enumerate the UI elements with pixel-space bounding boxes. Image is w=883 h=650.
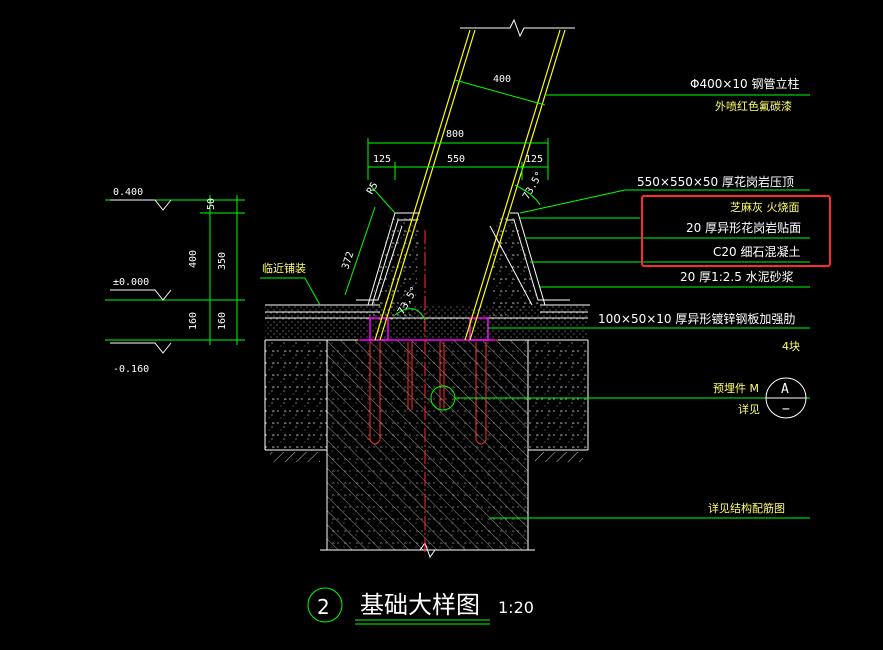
dim-400: 400 xyxy=(493,74,511,85)
elev-top: 0.400 xyxy=(113,187,143,198)
paving-layer xyxy=(265,305,588,340)
plinth xyxy=(342,212,590,341)
title-number-circle xyxy=(307,587,343,623)
dim-v-160b: 160 xyxy=(217,312,228,330)
dim-v-350: 350 xyxy=(217,252,228,270)
title-scale: 1:20 xyxy=(498,598,534,617)
dimensions: 400 800 125 550 125 R5 372 73.5° 73.5° 5… xyxy=(105,74,549,375)
leaders: Φ400×10 钢管立柱 外喷红色氟碳漆 550×550×50 厚花岗岩压顶 芝… xyxy=(260,76,831,519)
dim-550: 550 xyxy=(447,154,465,165)
dim-v-50: 50 xyxy=(206,198,217,210)
title-name: 基础大样图 xyxy=(360,591,480,619)
dim-r5: R5 xyxy=(365,181,381,197)
label-rib-spec: 100×50×10 厚异形镀锌钢板加强肋 xyxy=(598,311,795,326)
label-finish-color: 芝麻灰 火烧面 xyxy=(730,200,800,214)
drawing-title: 2 基础大样图 1:20 xyxy=(307,587,534,625)
detail-mark-bottom: − xyxy=(782,402,790,417)
left-soil xyxy=(265,340,327,450)
elev-bottom: -0.160 xyxy=(113,364,149,375)
dim-125-left: 125 xyxy=(373,154,391,165)
dim-v-160a: 160 xyxy=(188,312,199,330)
label-granite-face: 20 厚异形花岗岩贴面 xyxy=(686,220,801,235)
ground-layers xyxy=(264,304,589,559)
label-mortar: 20 厚1:2.5 水泥砂浆 xyxy=(680,269,794,284)
label-pipe-paint: 外喷红色氟碳漆 xyxy=(715,99,792,113)
label-embed: 预埋件 M xyxy=(713,382,759,395)
dim-125-right: 125 xyxy=(525,154,543,165)
highlight-box xyxy=(641,195,831,267)
label-pipe-spec: Φ400×10 钢管立柱 xyxy=(690,76,800,91)
detail-mark-top: A xyxy=(781,382,789,397)
label-structure-note: 详见结构配筋图 xyxy=(708,501,785,515)
label-cap-stone: 550×550×50 厚花岗岩压顶 xyxy=(637,174,794,189)
dim-800: 800 xyxy=(446,129,464,140)
right-soil xyxy=(528,340,588,450)
label-rib-count: 4块 xyxy=(782,340,800,353)
dim-v-400: 400 xyxy=(188,250,199,268)
dim-372: 372 xyxy=(340,250,356,271)
title-number: 2 xyxy=(317,595,330,619)
label-detail: 详见 xyxy=(738,402,760,416)
label-concrete: C20 细石混凝土 xyxy=(713,244,800,259)
elev-zero: ±0.000 xyxy=(113,277,149,288)
label-paving: 临近铺装 xyxy=(262,261,306,275)
